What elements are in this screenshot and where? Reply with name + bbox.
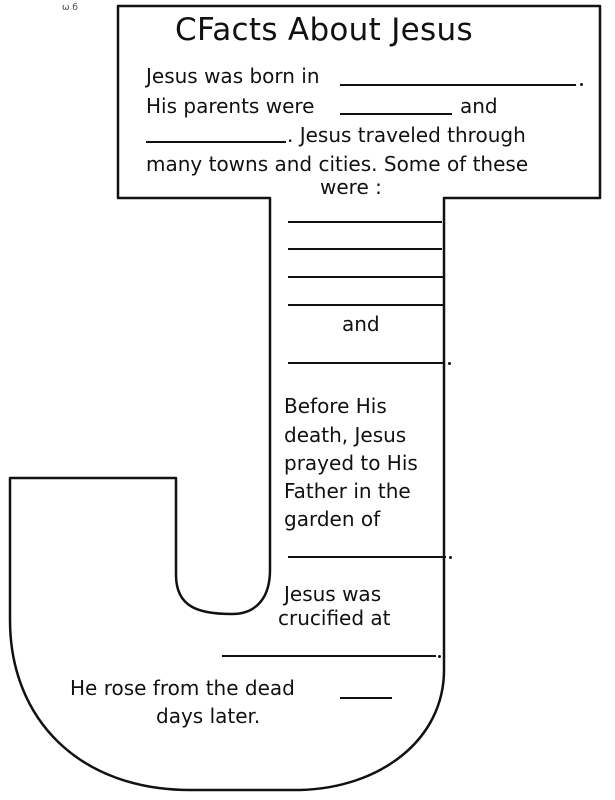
- crucified-blank[interactable]: [222, 655, 436, 657]
- days-later-text: days later.: [156, 704, 261, 728]
- city-three-blank[interactable]: [288, 276, 444, 278]
- parent-two-blank[interactable]: [146, 141, 286, 143]
- garden-text-2: death, Jesus: [284, 423, 407, 447]
- city-four-blank[interactable]: [288, 304, 444, 306]
- period-mark: [438, 655, 441, 658]
- period-mark: [448, 362, 451, 365]
- garden-text-1: Before His: [284, 394, 387, 418]
- parents-text: His parents were: [146, 94, 315, 118]
- born-in-blank[interactable]: [340, 84, 576, 86]
- and-word-cities: and: [342, 312, 380, 336]
- garden-text-3: prayed to His: [284, 451, 418, 475]
- period-mark: [580, 83, 583, 86]
- traveled-text: . Jesus traveled through: [287, 123, 526, 147]
- garden-blank[interactable]: [288, 556, 446, 558]
- crucified-text-1: Jesus was: [284, 582, 382, 606]
- born-in-text: Jesus was born in: [146, 64, 320, 88]
- parent-one-blank[interactable]: [340, 113, 452, 115]
- corner-mark: ω б: [62, 3, 78, 13]
- worksheet-title: CFacts About Jesus: [175, 12, 473, 48]
- city-one-blank[interactable]: [288, 221, 442, 223]
- city-five-blank[interactable]: [288, 362, 444, 364]
- and-word-top: and: [460, 94, 498, 118]
- garden-text-5: garden of: [284, 507, 381, 531]
- days-blank[interactable]: [340, 697, 392, 699]
- towns-text: many towns and cities. Some of these: [146, 152, 529, 176]
- rose-text: He rose from the dead: [70, 676, 295, 700]
- period-mark: [449, 556, 452, 559]
- garden-text-4: Father in the: [284, 479, 411, 503]
- were-text: were :: [320, 175, 382, 199]
- crucified-text-2: crucified at: [278, 606, 391, 630]
- city-two-blank[interactable]: [288, 248, 442, 250]
